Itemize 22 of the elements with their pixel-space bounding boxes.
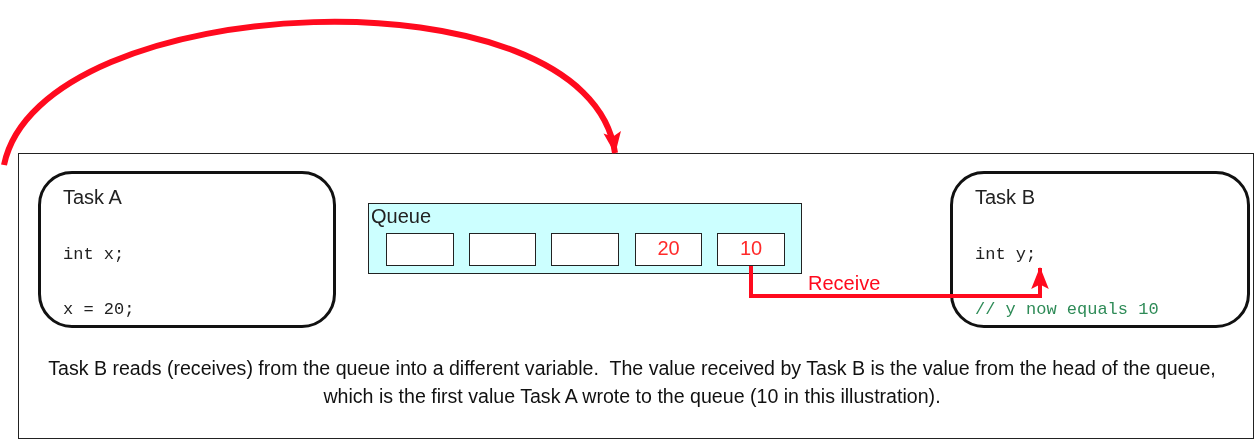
task-box	[950, 171, 1250, 328]
slot-value: 10	[738, 237, 764, 260]
slot-value: 20	[656, 237, 681, 260]
caption-text: Task B reads (receives) from the queue into a different variable. The value received by Task B is the value from the head of the queue, which is the first value Task A wrote to the queue (10 in this illustration).	[47, 356, 1217, 409]
queue-slot	[551, 233, 619, 266]
queue-slot	[717, 233, 785, 266]
edge-label: Receive	[808, 273, 881, 293]
arrow	[1, 19, 618, 167]
task-title: Task B	[975, 186, 1036, 209]
task-title: Task A	[63, 186, 122, 209]
arrow	[749, 266, 1049, 298]
queue-slot	[635, 233, 702, 266]
queue-title: Queue	[371, 205, 432, 228]
code-comment: // y now equals 10	[975, 300, 1159, 319]
queue-box	[368, 203, 802, 274]
code-line: int x;	[63, 245, 125, 264]
code-line: x = 20;	[63, 300, 135, 319]
code-line: int y;	[975, 245, 1037, 264]
diagram-frame	[18, 153, 1254, 439]
queue-slot	[469, 233, 536, 266]
queue-slot	[386, 233, 454, 266]
task-box	[38, 171, 336, 328]
